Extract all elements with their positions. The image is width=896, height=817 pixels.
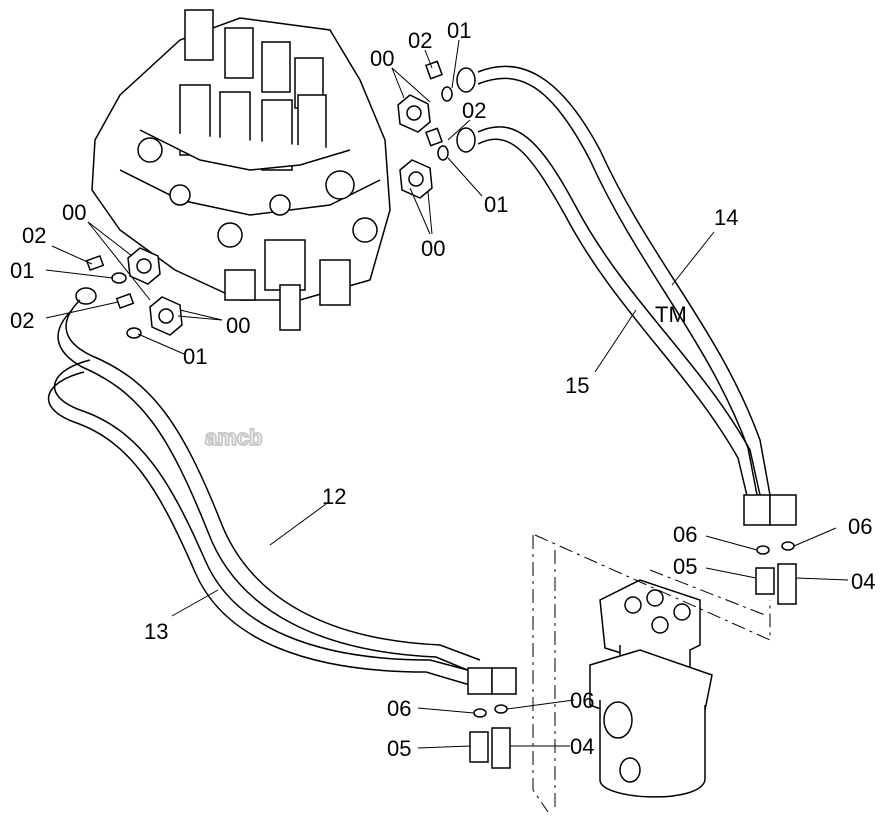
- swivel-joint: [589, 579, 713, 798]
- callout-13: 13: [144, 619, 168, 644]
- callout-06: 06: [387, 696, 411, 721]
- callout-00: 00: [370, 46, 394, 71]
- callout-04: 04: [570, 734, 594, 759]
- hose-12-13: [47, 299, 517, 695]
- watermark: amcb TM: [204, 302, 687, 451]
- callout-05: 05: [673, 554, 697, 579]
- control-valve: [91, 9, 391, 331]
- hose-14-15: [477, 65, 797, 526]
- watermark-text: amcb: [205, 425, 262, 450]
- callout-06: 06: [848, 514, 872, 539]
- watermark-tm: TM: [655, 302, 687, 327]
- callout-01: 01: [447, 18, 471, 43]
- callout-05: 05: [387, 736, 411, 761]
- leader-lines: [45, 39, 849, 749]
- callout-02: 02: [462, 98, 486, 123]
- reference-lines: [532, 534, 771, 813]
- callout-00: 00: [421, 236, 445, 261]
- callout-04: 04: [851, 569, 875, 594]
- flange-set-top: [397, 60, 476, 199]
- callout-01: 01: [10, 258, 34, 283]
- callout-06: 06: [673, 522, 697, 547]
- callout-01: 01: [183, 344, 207, 369]
- callout-00: 00: [226, 313, 250, 338]
- callout-14: 14: [714, 205, 738, 230]
- flange-set-left: [75, 247, 183, 339]
- fittings-right: [755, 541, 797, 605]
- callout-12: 12: [322, 484, 346, 509]
- callout-15: 15: [565, 373, 589, 398]
- callouts: 00 02 01 02 01 00 14 15 00 02 01 02 00 0…: [10, 18, 875, 761]
- callout-01: 01: [484, 192, 508, 217]
- callout-02: 02: [22, 223, 46, 248]
- callout-02: 02: [408, 28, 432, 53]
- callout-02: 02: [10, 308, 34, 333]
- fittings-bottom: [469, 704, 511, 769]
- callout-06: 06: [570, 688, 594, 713]
- callout-00: 00: [62, 200, 86, 225]
